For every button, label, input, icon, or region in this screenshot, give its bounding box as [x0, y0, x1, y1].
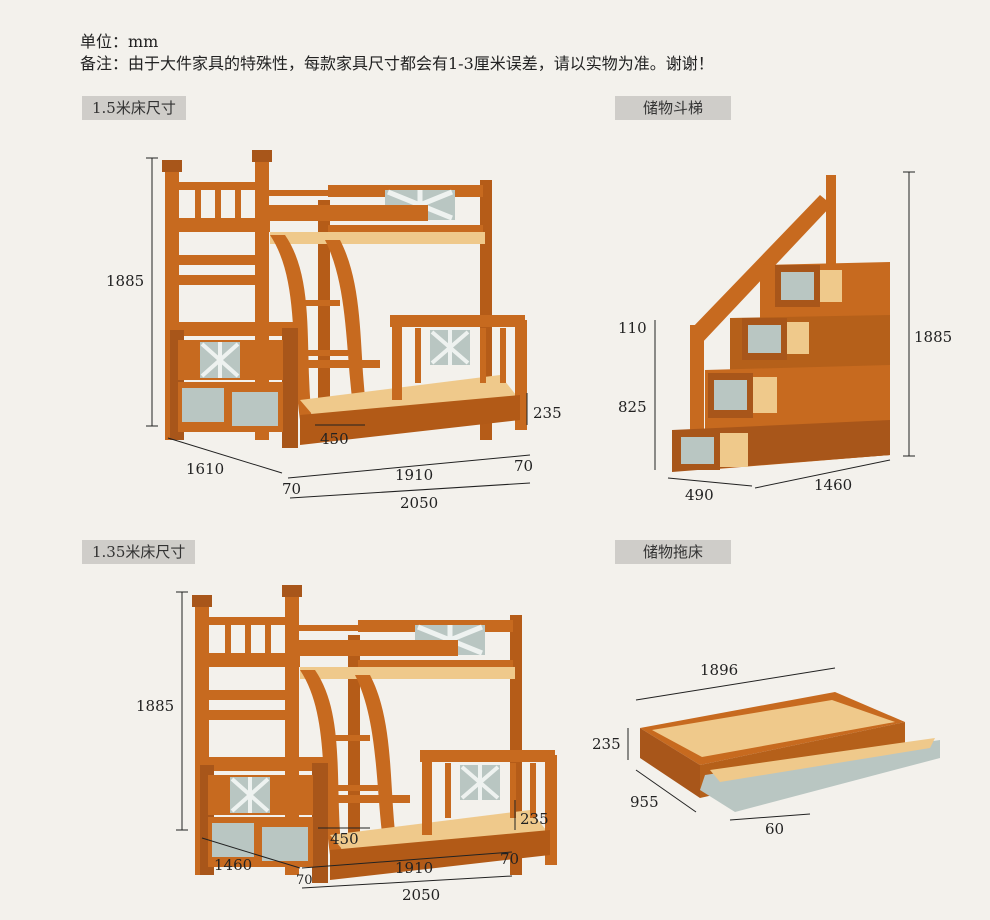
- trundle-bed-drawing: [640, 692, 940, 812]
- bed15-low-label: 235: [533, 404, 562, 422]
- stair-step-label: 110: [618, 319, 647, 337]
- bed135-total-label: 2050: [402, 886, 441, 904]
- unit-note: 单位：mm: [80, 32, 159, 51]
- trundle-height-label: 235: [592, 735, 621, 753]
- bed15-total-label: 2050: [400, 494, 439, 512]
- section-tag-bed-15: 1.5米床尺寸: [82, 96, 186, 120]
- stair-depth-label: 490: [685, 486, 714, 504]
- bed15-left-post-label: 70: [282, 480, 302, 498]
- storage-stair-drawing: [672, 175, 890, 472]
- bed135-low-label: 235: [520, 810, 549, 828]
- bed135-left-post-label: 70: [296, 873, 313, 888]
- trundle-depth-label: 955: [630, 793, 659, 811]
- bed15-depth-label: 1610: [186, 460, 225, 478]
- remark-note: 备注：由于大件家具的特殊性，每款家具尺寸都会有1-3厘米误差，请以实物为准。谢谢…: [80, 54, 714, 73]
- bunk-bed-135-drawing: [192, 585, 557, 883]
- bed15-right-post-label: 70: [514, 457, 534, 475]
- bed135-depth-label: 1460: [214, 856, 253, 874]
- bunk-bed-15-drawing: [162, 150, 527, 448]
- section-tag-bed-135: 1.35米床尺寸: [82, 540, 196, 564]
- stair-height-label: 1885: [914, 328, 953, 346]
- bed15-rail-label: 450: [320, 430, 349, 448]
- stair-mid-label: 825: [618, 398, 647, 416]
- trundle-drawer-label: 60: [765, 820, 785, 838]
- bed135-inner-label: 1910: [395, 859, 434, 877]
- section-tag-stair: 储物斗梯: [615, 96, 732, 120]
- stair-length-label: 1460: [814, 476, 853, 494]
- trundle-length-label: 1896: [700, 661, 739, 679]
- section-tag-trundle: 储物拖床: [615, 540, 732, 564]
- bed135-rail-label: 450: [330, 830, 359, 848]
- bed135-right-post-label: 70: [500, 850, 520, 868]
- bed15-inner-label: 1910: [395, 466, 434, 484]
- bed135-height-label: 1885: [136, 697, 175, 715]
- bed15-height-label: 1885: [106, 272, 145, 290]
